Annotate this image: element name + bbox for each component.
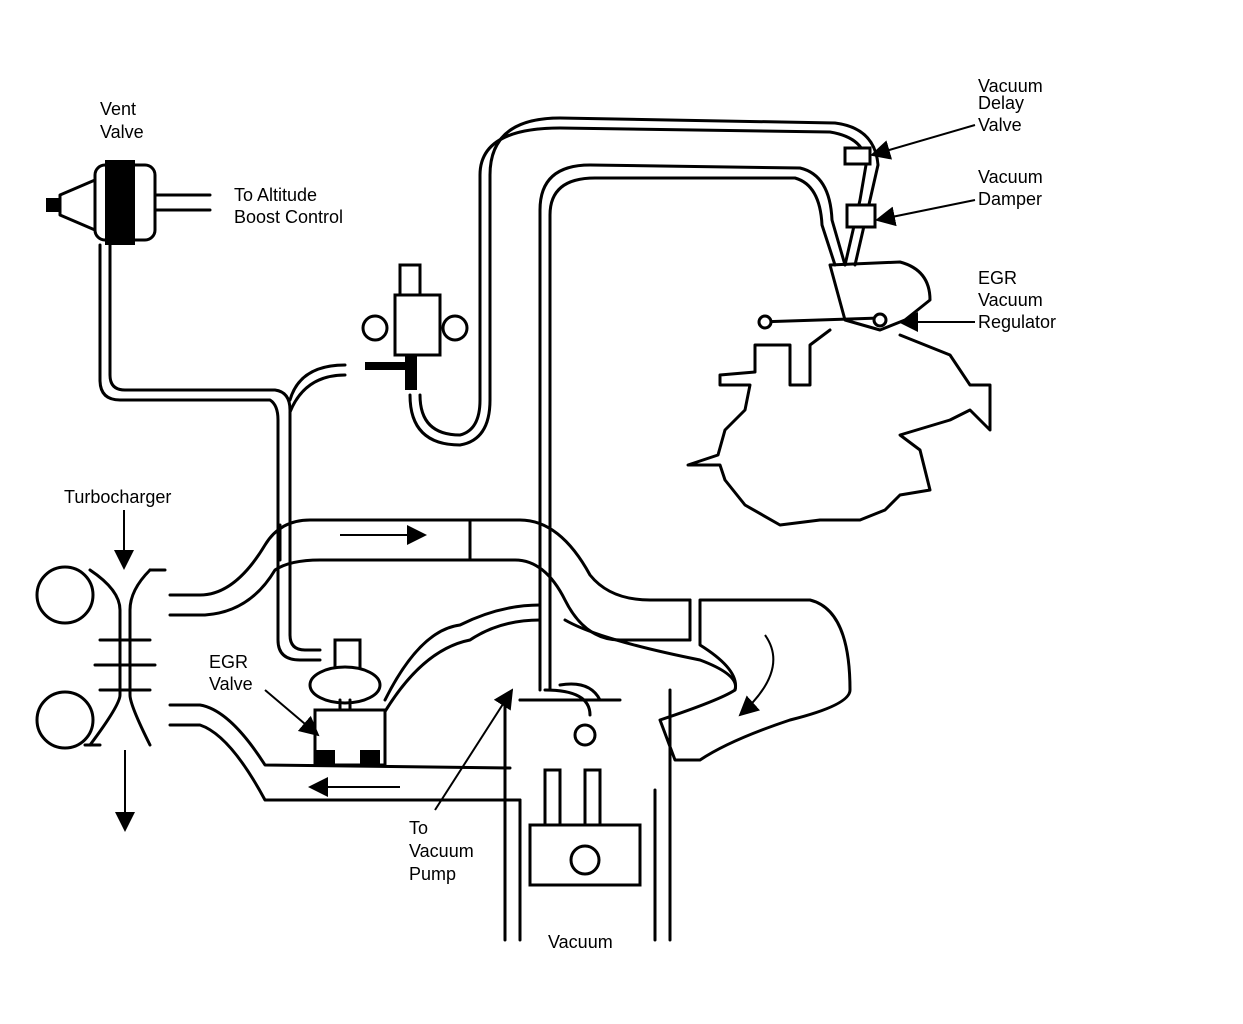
label-vacuum: Vacuum [548,932,613,952]
regulator-vacuum-hose [408,116,880,447]
label-turbocharger: Turbocharger [64,487,171,507]
vent-valve [46,160,212,245]
vacuum-delay-valve [843,146,872,166]
vent-hose [98,243,322,662]
label-vacuum-damper: Vacuum Damper [978,167,1048,209]
vacuum-damper [845,203,877,229]
exhaust-pipe [168,603,542,802]
manifold-flow-arrow [738,634,775,717]
label-to-vacuum-pump: To Vacuum Pump [409,818,479,884]
egr-valve [308,638,387,767]
delay-valve-pointer [870,124,976,160]
label-egr-valve: EGR Valve [209,652,253,694]
turbocharger [35,565,167,750]
engine-cylinder [503,682,672,942]
egr-valve-pointer [264,689,320,737]
vacuum-pump-pointer [434,688,514,811]
engine-block [686,328,992,527]
label-vent-valve: Vent Valve [100,99,144,142]
damper-pointer [875,199,976,227]
intake-pipe [168,518,692,642]
egr-vacuum-regulator [757,260,932,332]
solenoid-valve [361,263,469,390]
label-altitude-boost-control: To Altitude Boost Control [234,185,343,227]
label-vacuum-delay-valve: Vacuum Delay Valve [978,76,1048,135]
label-egr-vacuum-regulator: EGR Vacuum Regulator [978,268,1056,332]
